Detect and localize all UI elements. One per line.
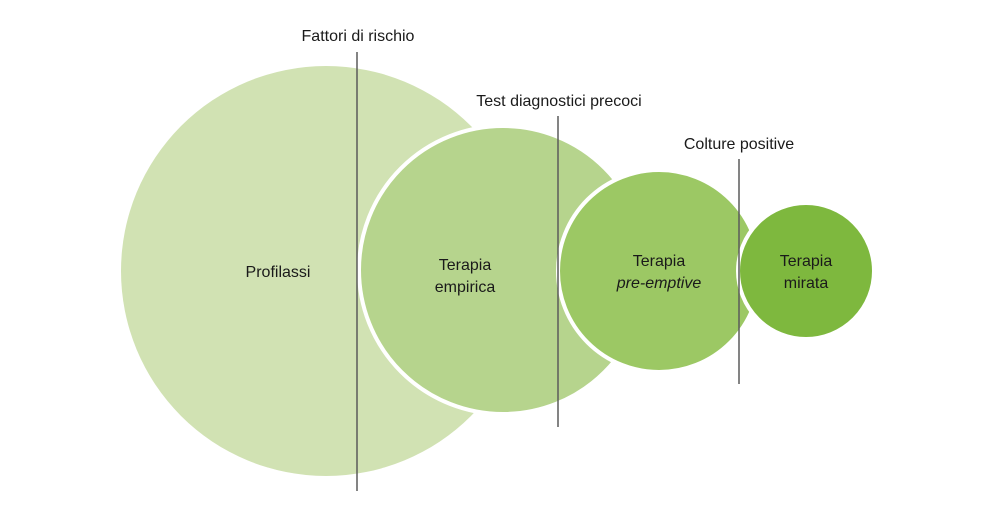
colture-label: Colture positive bbox=[684, 136, 794, 153]
mirata-circle bbox=[736, 201, 876, 341]
empirica-label-line1: Terapia bbox=[439, 257, 492, 274]
fattori-label: Fattori di rischio bbox=[302, 28, 415, 45]
mirata-label-line2: mirata bbox=[784, 275, 829, 292]
mirata-label-line1: Terapia bbox=[780, 253, 833, 270]
preemptive-label-line2: pre-emptive bbox=[616, 275, 702, 292]
empirica-label-line2: empirica bbox=[435, 279, 496, 296]
preemptive-label-line1: Terapia bbox=[633, 253, 686, 270]
test-label: Test diagnostici precoci bbox=[476, 93, 641, 110]
profilassi-label: Profilassi bbox=[246, 264, 311, 281]
preemptive-circle bbox=[556, 168, 762, 374]
